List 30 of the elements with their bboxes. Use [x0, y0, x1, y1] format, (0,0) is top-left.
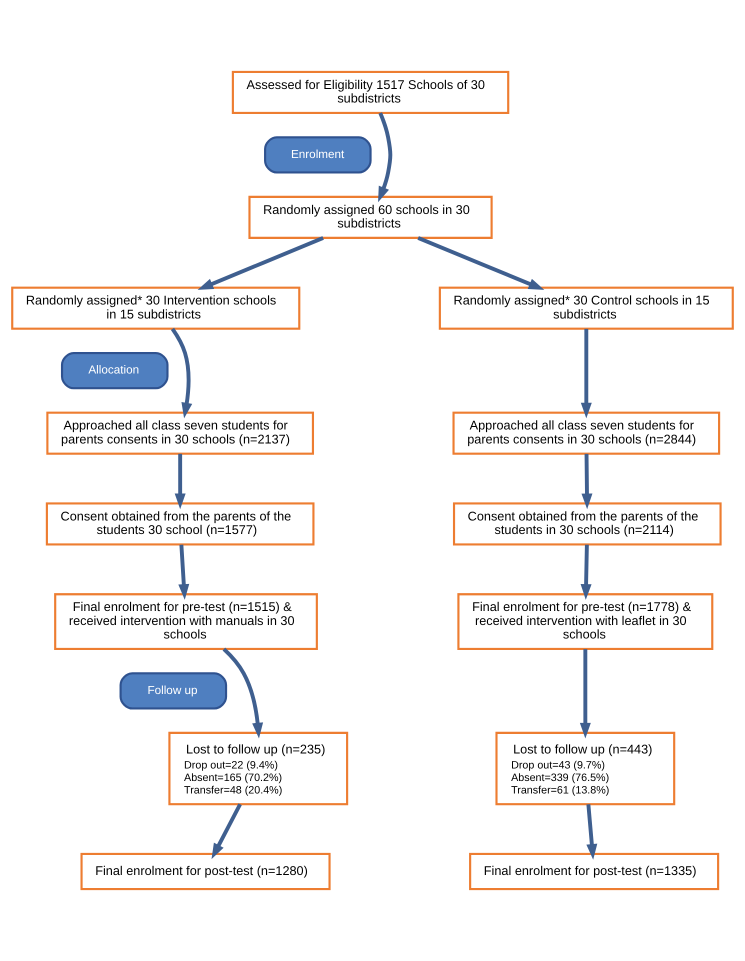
arrow	[580, 649, 591, 739]
arrow	[417, 236, 544, 290]
node-box: Randomly assigned* 30 Control schools in 15 subdistricts	[438, 286, 734, 330]
node-box: Enrolment	[264, 136, 372, 174]
node-box: Consent obtained from the parents of the students 30 school (n=1577)	[46, 502, 314, 546]
node-box: Allocation	[60, 352, 169, 390]
node-box: Final enrolment for pre-test (n=1778) & received intervention with leaflet in 30 schools	[457, 593, 714, 650]
arrow	[178, 544, 190, 600]
node-box: Approached all class seven students for parents consents in 30 schools (n=2844)	[452, 412, 720, 455]
arrow	[212, 803, 242, 860]
arrow	[581, 454, 592, 510]
node-box: Randomly assigned* 30 Intervention schools in 15 subdistricts	[11, 286, 300, 330]
node-box: Randomly assigned 60 schools in 30 subdistricts	[248, 196, 493, 239]
arrow	[198, 236, 324, 290]
node-box: Approached all class seven students for parents consents in 30 schools (n=2137)	[46, 412, 314, 455]
arrow	[174, 454, 186, 510]
arrow	[378, 112, 392, 202]
node-box: Assessed for Eligibility 1517 Schools of 30 subdistricts	[232, 70, 510, 114]
node-box: Final enrolment for post-test (n=1335)	[469, 852, 720, 890]
node-box: Final enrolment for pre-test (n=1515) & received intervention with manuals in 30 schools	[54, 593, 318, 650]
arrow	[170, 328, 192, 418]
node-box: Consent obtained from the parents of the students in 30 schools (n=2114)	[452, 502, 722, 546]
node-box: Final enrolment for post-test (n=1280)	[80, 852, 331, 890]
arrow	[580, 544, 592, 600]
arrow	[222, 648, 264, 738]
arrow	[580, 328, 592, 418]
node-box: Lost to follow up (n=235) Drop out=22 (9.4%) Absent=165 (70.2%) Transfer=48 (20.4%)	[168, 732, 348, 806]
node-box: Follow up	[120, 672, 228, 710]
arrow	[586, 804, 598, 860]
node-box: Lost to follow up (n=443) Drop out=43 (9.7%) Absent=339 (76.5%) Transfer=61 (13.8%)	[495, 732, 676, 806]
